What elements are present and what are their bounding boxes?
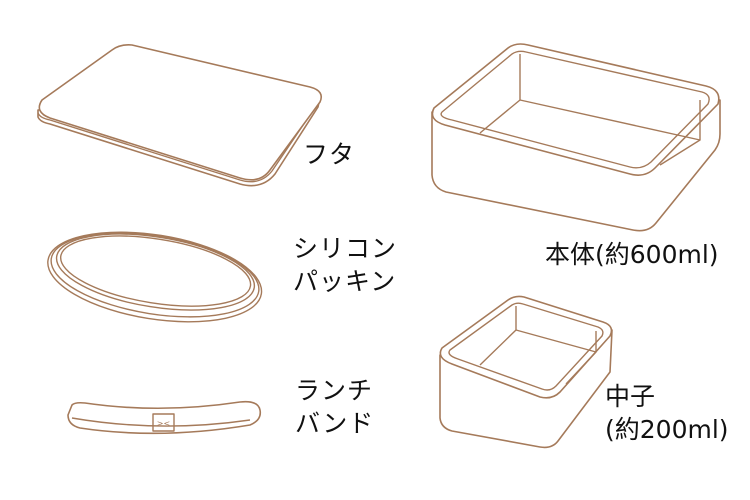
body-label: 本体(約600ml) — [545, 240, 719, 269]
svg-text:><: >< — [157, 419, 170, 428]
gasket-label: シリコン パッキン — [293, 232, 397, 298]
inner-label-line2: (約200ml) — [605, 415, 729, 444]
body-drawing — [431, 43, 721, 232]
gasket-label-line2: パッキン — [293, 267, 397, 296]
band-drawing: >< — [67, 400, 262, 435]
band-label-line1: ランチ — [295, 376, 374, 405]
band-label: ランチ バンド — [295, 374, 374, 440]
gasket-label-line1: シリコン — [293, 234, 398, 263]
lid-label: フタ — [303, 140, 356, 169]
inner-drawing — [439, 295, 613, 449]
band-label-line2: バンド — [295, 409, 375, 438]
gasket-drawing — [47, 231, 263, 323]
inner-label-line1: 中子 — [605, 382, 656, 411]
lid-drawing — [37, 44, 323, 187]
inner-label: 中子 (約200ml) — [605, 380, 729, 446]
